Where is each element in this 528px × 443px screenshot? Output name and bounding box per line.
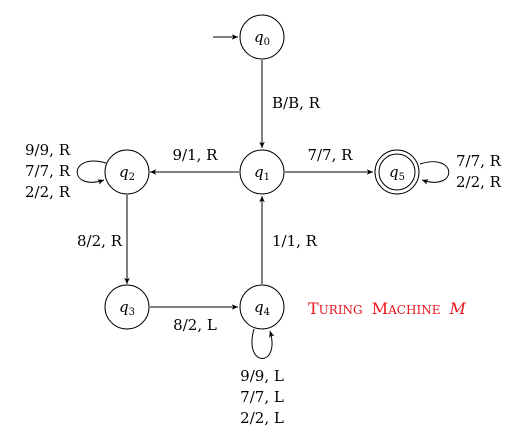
label-q1-q5: 7/7, R	[308, 146, 354, 164]
state-q4: q4	[239, 284, 285, 330]
label-q3-q4: 8/2, L	[173, 316, 217, 334]
svg-text:q1: q1	[254, 163, 270, 183]
svg-text:2/2, R: 2/2, R	[456, 173, 502, 191]
svg-text:2/2, L: 2/2, L	[240, 409, 284, 427]
label-loop-q5: 7/7, R 2/2, R	[456, 152, 502, 191]
svg-text:q5: q5	[389, 163, 405, 183]
state-q1: q1	[239, 149, 285, 195]
svg-text:7/7, R: 7/7, R	[25, 162, 71, 180]
label-loop-q4: 9/9, L 7/7, L 2/2, L	[240, 367, 284, 427]
loop-q5	[419, 161, 450, 185]
svg-text:q3: q3	[119, 298, 135, 318]
loop-q2	[76, 160, 107, 185]
svg-text:q2: q2	[119, 163, 135, 183]
state-q3: q3	[104, 284, 150, 330]
svg-text:q0: q0	[254, 28, 270, 48]
svg-text:q4: q4	[254, 298, 270, 318]
label-q1-q2: 9/1, R	[173, 146, 219, 164]
state-q2: q2	[104, 149, 150, 195]
label-q0-q1: B/B, R	[272, 94, 321, 112]
svg-text:9/9, L: 9/9, L	[240, 367, 284, 385]
svg-text:2/2, R: 2/2, R	[25, 183, 71, 201]
svg-text:9/9, R: 9/9, R	[25, 141, 71, 159]
label-q4-q1: 1/1, R	[272, 232, 318, 250]
state-q0: q0	[239, 14, 285, 60]
svg-text:7/7, R: 7/7, R	[456, 152, 502, 170]
loop-q4	[251, 328, 275, 359]
state-q5-accepting: q5	[374, 149, 420, 195]
label-loop-q2: 9/9, R 7/7, R 2/2, R	[25, 141, 71, 201]
svg-text:7/7, L: 7/7, L	[240, 388, 284, 406]
label-q2-q3: 8/2, R	[77, 232, 123, 250]
diagram-title: TURING MACHINE M	[308, 299, 467, 318]
